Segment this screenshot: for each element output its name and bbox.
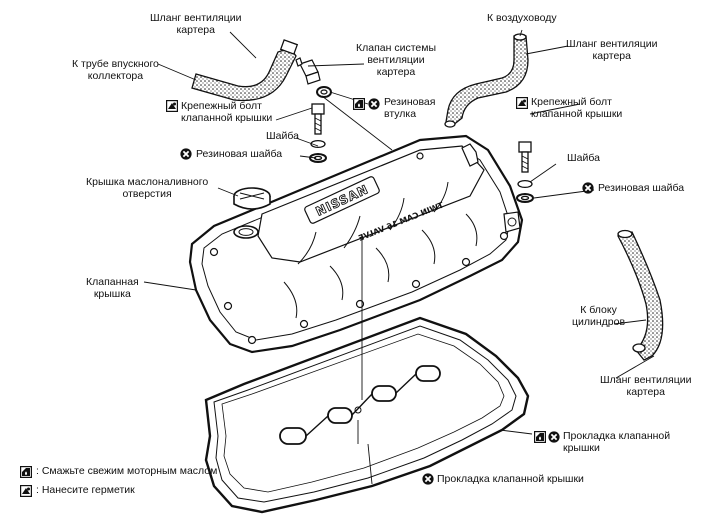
replace-icon: [368, 98, 380, 110]
pcv-hose-cylinder-block-shape: [617, 229, 664, 361]
label-line: крышка: [93, 288, 131, 300]
sealant-icon: [516, 97, 528, 109]
label-line: Шланг вентиляции: [600, 374, 692, 386]
label-gasket-right: Прокладка клапанной крышки: [563, 430, 670, 454]
bolt-left-shape: [309, 103, 327, 163]
label-line: Резиновая: [384, 96, 436, 108]
oil-icon: [353, 98, 365, 110]
label-line: картера: [592, 50, 631, 62]
sealant-icon: [20, 485, 32, 497]
label-line: Шланг вентиляции: [150, 12, 242, 24]
label-line: Клапан системы: [356, 42, 436, 54]
label-line: К трубе впускного: [72, 58, 159, 70]
oil-icon: [534, 431, 546, 443]
label-line: Клапанная: [86, 276, 139, 288]
oil-icon: [20, 466, 32, 478]
label-washer-left: Шайба: [266, 130, 299, 142]
sealant-icon: [166, 100, 178, 112]
label-line: цилиндров: [572, 316, 626, 328]
oil-filler-cap-shape: [233, 187, 271, 210]
label-pcv-valve: Клапан системы вентиляции картера: [356, 42, 436, 78]
label-rubber-washer-left: Резиновая шайба: [196, 148, 283, 160]
label-bolt-right: Крепежный болт клапанной крышки: [531, 96, 622, 120]
label-line: Крепежный болт: [181, 100, 262, 112]
label-line: Шланг вентиляции: [566, 38, 658, 50]
replace-icon: [582, 182, 594, 194]
label-line: картера: [376, 66, 416, 78]
label-bolt-left: Крепежный болт клапанной крышки: [181, 100, 272, 124]
label-line: картера: [626, 386, 665, 398]
pcv-valve-shape: [295, 57, 332, 98]
label-gasket-bottom: Прокладка клапанной крышки: [437, 473, 584, 485]
label-line: картера: [176, 24, 215, 36]
label-to-air-duct: К воздуховоду: [487, 12, 557, 24]
label-line: Крепежный болт: [531, 96, 612, 108]
label-line: отверстия: [122, 188, 172, 200]
valve-cover-gasket-shape: [204, 316, 530, 514]
pcv-hose-air-duct-shape: [444, 33, 529, 128]
label-line: клапанной крышки: [531, 108, 623, 120]
label-line: клапанной крышки: [181, 112, 273, 124]
label-to-cylinder-block: К блоку цилиндров: [572, 304, 625, 328]
label-line: коллектора: [87, 70, 144, 82]
label-rubber-washer-right: Резиновая шайба: [598, 182, 685, 194]
label-line: крышки: [563, 442, 600, 454]
pcv-hose-intake-shape: [191, 39, 299, 102]
label-to-intake-manifold: К трубе впускного коллектора: [72, 58, 159, 82]
label-hose-pcv-bottom: Шланг вентиляции картера: [600, 374, 691, 398]
replace-icon: [548, 431, 560, 443]
label-line: Прокладка клапанной: [563, 430, 671, 442]
label-valve-cover: Клапанная крышка: [86, 276, 139, 300]
label-hose-pcv-right: Шланг вентиляции картера: [566, 38, 657, 62]
legend-oil: : Смажьте свежим моторным маслом: [36, 465, 218, 477]
label-line: К блоку: [580, 304, 617, 316]
replace-icon: [180, 148, 192, 160]
label-line: вентиляции: [367, 54, 425, 66]
valve-cover-shape: NISSAN TWIN CAM 16 VALVE: [188, 134, 524, 354]
replace-icon: [422, 473, 434, 485]
label-rubber-grommet: Резиновая втулка: [384, 96, 435, 120]
label-oil-filler-cap: Крышка маслоналивного отверстия: [86, 176, 208, 200]
bolt-right-shape: [516, 141, 534, 203]
label-line: Крышка маслоналивного: [86, 176, 209, 188]
legend-sealant: : Нанесите герметик: [36, 484, 135, 496]
label-washer-right: Шайба: [567, 152, 600, 164]
label-line: втулка: [384, 108, 417, 120]
label-hose-pcv-top: Шланг вентиляции картера: [150, 12, 241, 36]
